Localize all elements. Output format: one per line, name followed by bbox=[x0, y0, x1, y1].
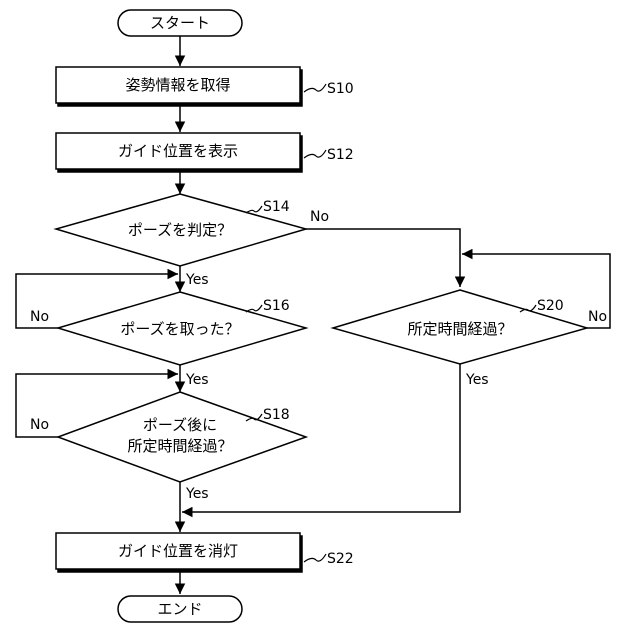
branch-s14-no: No bbox=[310, 209, 329, 225]
connector-s14-no bbox=[306, 229, 460, 287]
end-label: エンド bbox=[157, 600, 202, 618]
leader-s10 bbox=[304, 84, 326, 92]
branch-s18-no: No bbox=[30, 417, 49, 433]
step-s22: S22 bbox=[327, 551, 354, 567]
start-label: スタート bbox=[150, 14, 210, 32]
decision-s20-label: 所定時間経過？ bbox=[407, 320, 512, 338]
decision-s14-label: ポーズを判定？ bbox=[128, 221, 232, 239]
process-s12-label: ガイド位置を表示 bbox=[118, 142, 238, 160]
step-s14: S14 bbox=[263, 199, 290, 215]
branch-s14-yes: Yes bbox=[185, 272, 209, 288]
branch-s20-yes: Yes bbox=[465, 372, 489, 388]
step-s10: S10 bbox=[327, 81, 354, 97]
leader-s12 bbox=[304, 150, 326, 158]
step-s18: S18 bbox=[263, 407, 290, 423]
branch-s18-yes: Yes bbox=[185, 486, 209, 502]
step-s12: S12 bbox=[327, 147, 354, 163]
leader-s16 bbox=[246, 305, 262, 312]
branch-s16-yes: Yes bbox=[185, 372, 209, 388]
step-s16: S16 bbox=[263, 298, 290, 314]
process-s22-label: ガイド位置を消灯 bbox=[118, 542, 238, 560]
branch-s16-no: No bbox=[30, 309, 49, 325]
decision-s18-label-line2: 所定時間経過？ bbox=[127, 437, 232, 455]
leader-s22 bbox=[304, 554, 326, 562]
leader-s14 bbox=[246, 206, 262, 213]
step-s20: S20 bbox=[537, 298, 564, 314]
decision-s16-label: ポーズを取った？ bbox=[120, 320, 239, 338]
process-s10-label: 姿勢情報を取得 bbox=[125, 76, 230, 94]
branch-s20-no: No bbox=[588, 309, 607, 325]
decision-s18-label-line1: ポーズ後に bbox=[143, 416, 217, 434]
